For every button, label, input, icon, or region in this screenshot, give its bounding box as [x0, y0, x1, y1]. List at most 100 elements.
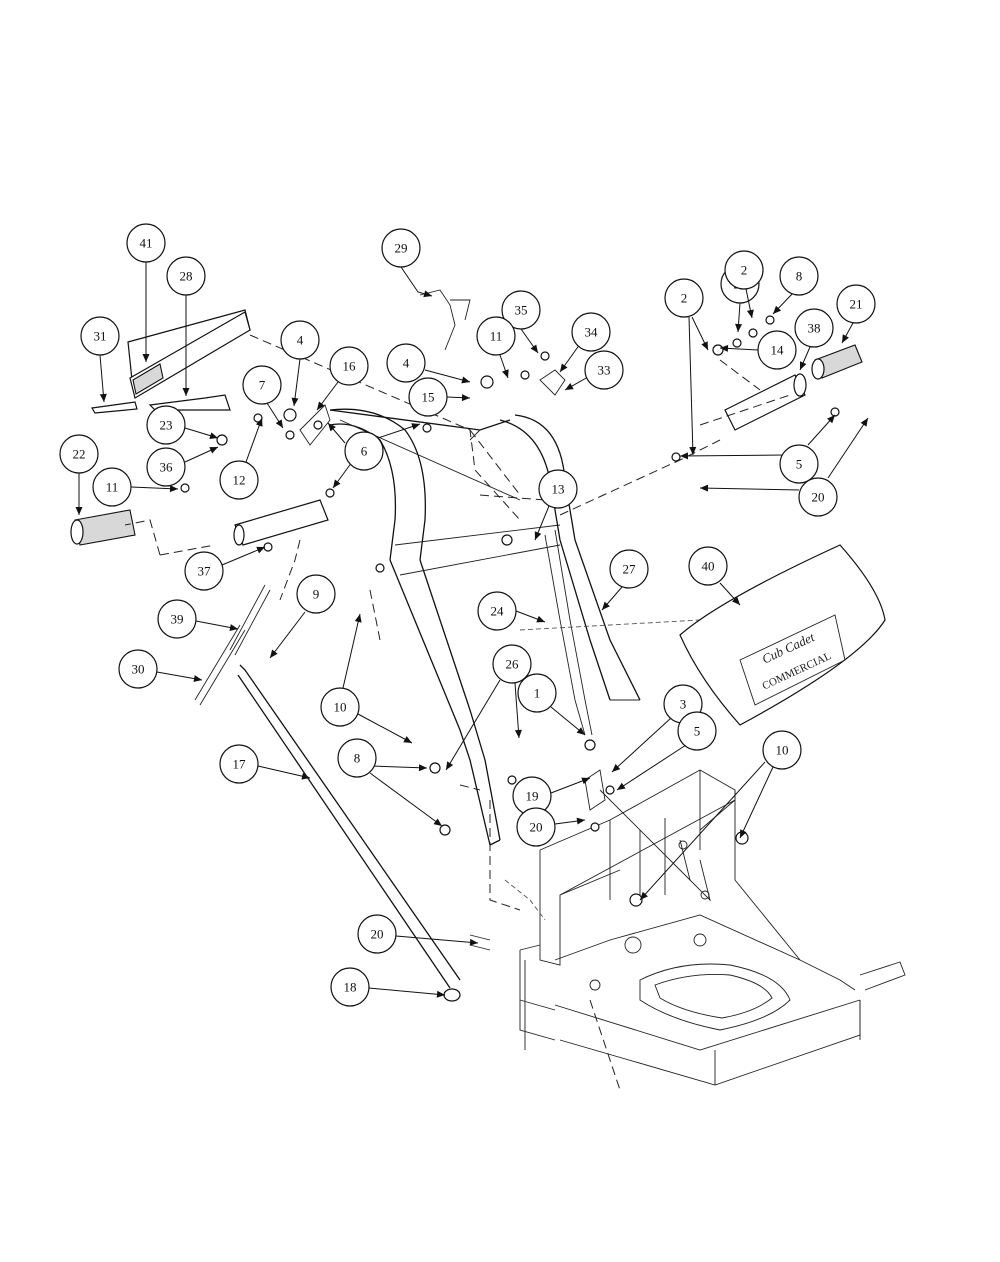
- callout-label-c34: 34: [585, 325, 599, 340]
- callout-label-c20a: 20: [812, 490, 825, 505]
- callout-arrowhead: [576, 727, 585, 735]
- callout-label-c22: 22: [73, 447, 86, 462]
- callout-label-c6: 6: [361, 444, 368, 459]
- callout-circle-c8b: [337, 738, 377, 778]
- callout-arrowhead: [433, 818, 442, 826]
- callout-leader-c20a: [827, 417, 869, 479]
- callout-label-c35: 35: [515, 303, 528, 318]
- callout-label-c13: 13: [552, 482, 565, 497]
- callout-arrowhead: [275, 419, 283, 428]
- callout-circle-c33: [584, 350, 624, 390]
- callout-arrowhead: [99, 393, 107, 402]
- callout-circle-c35: [501, 290, 541, 330]
- callout-circle-c16: [329, 346, 369, 386]
- callout-label-c36: 36: [160, 460, 174, 475]
- callout-circle-c8a: [779, 256, 819, 296]
- callout-arrowhead: [256, 546, 265, 554]
- callout-circle-c24: [477, 591, 517, 631]
- callout-label-c2a: 2: [681, 291, 688, 306]
- mower-frame: [489, 769, 906, 1091]
- callout-circle-c2b: [724, 250, 764, 290]
- callout-leader-c10b: [639, 761, 766, 901]
- callout-arrowhead: [842, 334, 849, 343]
- callout-circle-c36: [146, 447, 186, 487]
- callout-label-c26: 26: [506, 657, 520, 672]
- callout-arrowhead: [860, 418, 868, 427]
- callout-label-c8b: 8: [354, 751, 361, 766]
- callout-leader-c10a: [342, 613, 361, 689]
- callout-circle-c12: [219, 460, 259, 500]
- callout-circle-c17: [219, 744, 259, 784]
- callout-label-c4b: 4: [403, 356, 410, 371]
- callout-label-c5a: 5: [796, 457, 803, 472]
- callout-circle-c37: [184, 551, 224, 591]
- callout-circle-c10a: [320, 687, 360, 727]
- callout-label-c1: 1: [534, 686, 541, 701]
- callout-circle-c13: [538, 469, 578, 509]
- callout-label-c24: 24: [491, 604, 505, 619]
- callout-leader-c2a: [688, 316, 694, 456]
- callout-arrowhead: [446, 761, 454, 770]
- callout-label-c29: 29: [395, 241, 408, 256]
- callout-leader-c5b: [616, 744, 687, 791]
- callout-label-c23: 23: [160, 418, 173, 433]
- callout-leader-c20c: [395, 935, 479, 944]
- callout-circle-c1: [517, 673, 557, 713]
- callout-arrowhead: [193, 675, 202, 683]
- callout-circle-c38: [794, 308, 834, 348]
- callout-arrowhead: [411, 423, 420, 430]
- callout-circle-c27: [609, 549, 649, 589]
- callout-leader-c10a: [357, 713, 413, 744]
- callout-label-c27: 27: [623, 562, 637, 577]
- callout-arrowhead: [560, 363, 568, 372]
- callout-circle-c11a: [476, 316, 516, 356]
- callout-arrowhead: [182, 388, 190, 396]
- callout-circle-c23: [146, 405, 186, 445]
- callout-arrowhead: [700, 484, 709, 492]
- callout-circle-c9: [296, 574, 336, 614]
- callout-circle-c21: [836, 284, 876, 324]
- callout-leader-c5a: [679, 454, 786, 457]
- callout-arrowhead: [701, 341, 708, 350]
- callout-label-c39: 39: [171, 612, 184, 627]
- callout-arrowhead: [530, 344, 538, 353]
- decal-41: [129, 311, 251, 399]
- callout-arrowhead: [354, 614, 362, 623]
- callout-arrowhead: [255, 418, 263, 427]
- callout-label-c9: 9: [313, 587, 320, 602]
- callout-arrowhead: [403, 736, 412, 743]
- callout-leader-c17: [257, 765, 311, 779]
- callout-leader-c18: [368, 987, 446, 996]
- callout-arrowhead: [602, 601, 610, 610]
- callout-label-c37: 37: [198, 564, 212, 579]
- callout-leader-c29: [400, 266, 433, 297]
- callout-arrowhead: [799, 361, 807, 370]
- callout-arrowhead: [534, 531, 542, 540]
- callout-arrowhead: [689, 446, 697, 455]
- callout-circle-c30: [118, 649, 158, 689]
- callout-label-c19: 19: [526, 789, 539, 804]
- callout-label-c30: 30: [132, 662, 145, 677]
- callout-circle-c20b: [516, 807, 556, 847]
- callout-arrowhead: [735, 323, 743, 332]
- callout-arrowhead: [209, 447, 218, 454]
- callout-circle-c10b: [762, 730, 802, 770]
- callout-circle-c26: [492, 644, 532, 684]
- callout-circle-c40: [688, 546, 728, 586]
- callout-circle-c34: [571, 312, 611, 352]
- callout-circle-c22: [59, 434, 99, 474]
- callout-arrowhead: [640, 891, 648, 900]
- callout-arrowhead: [461, 394, 470, 402]
- callout-arrowhead: [317, 401, 325, 410]
- callout-arrowhead: [270, 649, 278, 658]
- callout-leader-c8b: [371, 765, 428, 769]
- callout-arrowhead: [301, 772, 310, 780]
- handle-frame: [70, 289, 863, 1002]
- callout-label-c31: 31: [94, 329, 107, 344]
- callout-arrowhead: [291, 397, 299, 406]
- callout-circle-c29: [381, 228, 421, 268]
- callout-circle-c28: [166, 256, 206, 296]
- callout-arrowhead: [469, 938, 478, 946]
- callout-leader-c20a: [699, 487, 800, 491]
- callout-arrowhead: [461, 376, 470, 384]
